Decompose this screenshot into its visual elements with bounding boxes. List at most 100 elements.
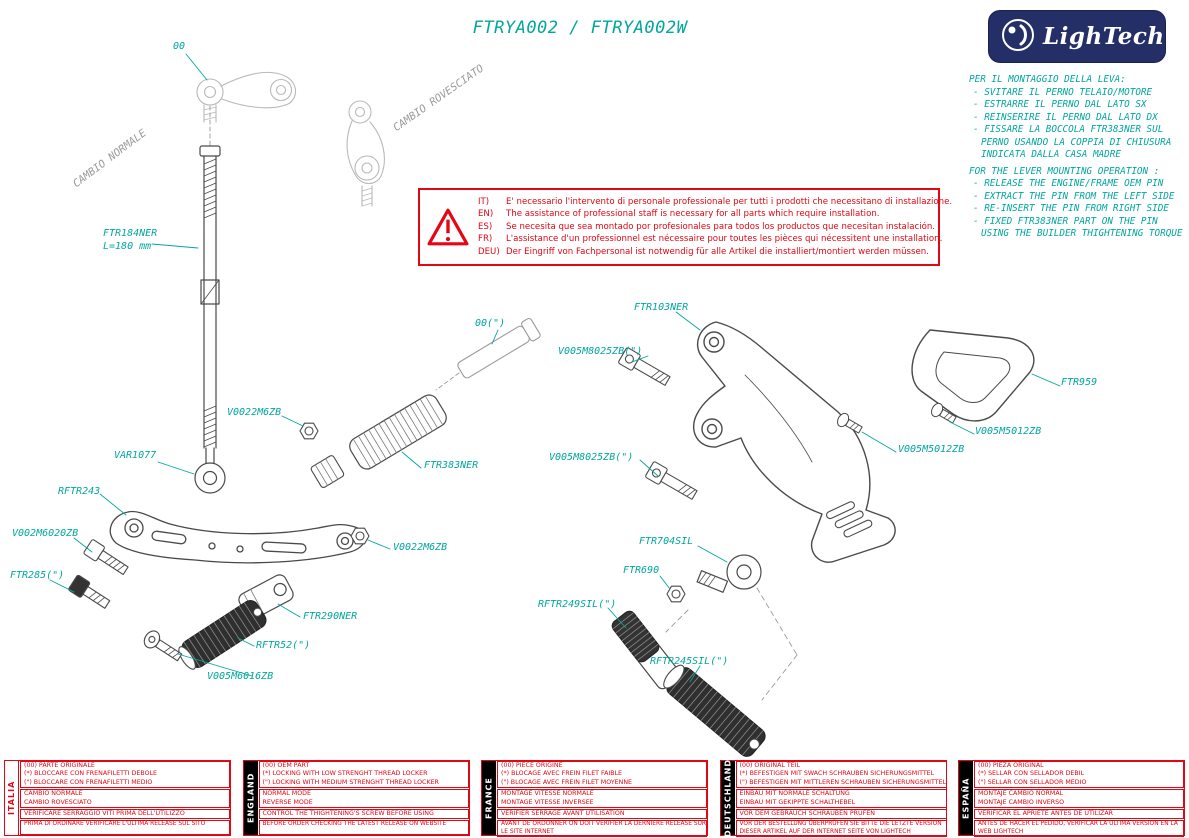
part-label-var1077: VAR1077 (114, 450, 157, 461)
table-row: NORMAL MODE (262, 790, 312, 798)
warning-box: IT) E' necessario l'intervento di persona… (418, 188, 952, 266)
table-row: (") LOCKING WITH MEDIUM STRENGHT THREAD … (262, 778, 439, 786)
part-label-v005m8025zb-a: V005M8025ZB(") (558, 346, 643, 357)
table-row: (") BEFESTIGEN MIT MITTLEREN SCHRAUBEN S… (739, 778, 947, 786)
instruction-item: - SVITARE IL PERNO TELAIO/MOTORE (973, 86, 1153, 98)
oem-pin (457, 317, 541, 379)
table-row: VOR DEM GEBRAUCH SCHRAUBEN PRÜFEN (739, 810, 875, 818)
table-england: ENGLAND (00) OEM PART (*) LOCKING WITH L… (242, 760, 470, 836)
table-row: AVANT DE ORDONNER ON DOIT VERIFIER LA DE… (501, 821, 706, 835)
part-label-ftr290ner: FTR290NER (303, 611, 358, 622)
instruction-item: - ESTRARRE IL PERNO DAL LATO SX (973, 99, 1147, 110)
table-row: (") BLOCCARE CON FRENAFILETTI MEDIO (24, 778, 153, 786)
nut-upper (299, 422, 319, 440)
warning-lang: DEU) (478, 246, 500, 257)
table-row: EINBAU MIT GEKIPPTE SCHALTHEBEL (739, 798, 856, 806)
table-row: CONTROL THE THIGHTENING'S SCREW BEFORE U… (262, 810, 434, 818)
instruction-item: - EXTRACT THE PIN FROM THE LEFT SIDE (973, 190, 1175, 202)
screw-v005m5012zb-b (837, 412, 863, 434)
table-row: VOR DER BESTELLUNG ÜBERPRÜFEN SIE BITTE … (739, 821, 942, 835)
table-row: CAMBIO ROVESCIATO (24, 798, 92, 806)
lever-plate-rftr243 (109, 510, 366, 564)
warning-line: E' necessario l'intervento di personale … (506, 196, 953, 207)
screw-v005m6016zb (143, 630, 183, 662)
part-label-rftr245sil: RFTR245SIL(") (650, 656, 729, 667)
mounting-instructions: PER IL MONTAGGIO DELLA LEVA: - SVITARE I… (969, 70, 1185, 241)
instruction-item: - REINSERIRE IL PERNO DAL LATO DX (973, 111, 1158, 123)
table-row: MONTAGE VITESSE NORMALE (501, 790, 594, 798)
instruction-item: - FISSARE LA BOCCOLA FTR383NER SUL PERNO… (973, 124, 1172, 160)
table-row: ANTES DE HACER EL PEDIDO, VERIFICAR LA U… (978, 821, 1178, 835)
instruction-item: - RELEASE THE ENGINE/FRAME OEM PIN (973, 178, 1164, 189)
part-label-v005m5012zb-a: V005M5012ZB (975, 426, 1042, 437)
ghost-lever-reverse (346, 100, 385, 207)
bushing-collar (310, 455, 345, 488)
table-italia: ITALIA (00) PARTE ORIGINALE (*) BLOCCARE… (4, 760, 231, 836)
table-country-label: ESPAÑA (959, 761, 973, 835)
table-row: VERIFICARE SERRAGGIO VITI PRIMA DELL'UTI… (24, 810, 185, 818)
instruction-item: - FIXED FTR383NER PART ON THE PIN USING … (973, 215, 1183, 240)
ghost-lever-normal (196, 71, 297, 123)
table-row: (00) OEM PART (262, 762, 310, 769)
part-label-ftr690: FTR690 (623, 565, 660, 576)
part-label-00-pin: 00(") (475, 318, 506, 329)
table-row: (*) SELLAR CON SELLADOR DEBIL (978, 770, 1085, 778)
part-label-v005m5012zb-b: V005M5012ZB (898, 444, 965, 455)
warning-line: Der Eingriff von Fachpersonal ist notwen… (506, 246, 929, 257)
warning-line: The assistance of professional staff is … (506, 209, 880, 220)
table-country-label: FRANCE (482, 761, 496, 835)
footpeg-rftr52 (178, 600, 267, 670)
part-label-ftr285: FTR285(") (10, 570, 65, 581)
leader-lines (49, 53, 1061, 683)
part-label-00: 00 (173, 41, 186, 52)
part-label-v002m6020zb: V002M6020ZB (12, 528, 79, 539)
table-row: (*) LOCKING WITH LOW STRENGHT THREAD LOC… (262, 770, 428, 778)
bracket-ftr103ner (692, 321, 896, 563)
warning-triangle-icon (426, 208, 470, 246)
screw-v005m8025zb-a (618, 347, 671, 386)
table-country-label: DEUTSCHLAND (720, 759, 735, 837)
table-row: EINBAU MIT NORMALE SCHALTUNG (739, 790, 850, 798)
table-row: VERIFIER SERRAGE AVANT UTILISATION (501, 810, 625, 818)
table-row: (00) ORIGINAL TEIL (739, 762, 801, 769)
lightech-logo: LighTech (988, 10, 1166, 63)
nut-lower (350, 527, 370, 545)
part-label-ftr704sil: FTR704SIL (639, 536, 694, 547)
part-label-v005m8025zb-b: V005M8025ZB(") (549, 452, 634, 463)
table-row: CAMBIO NORMALE (24, 790, 83, 798)
instruction-item: - RE-INSERT THE PIN FROM RIGHT SIDE (973, 203, 1169, 214)
page-title: FTRYA002 / FTRYA002W (472, 18, 688, 38)
table-row: MONTAJE CAMBIO NORMAL (978, 790, 1064, 798)
table-row: VERIFICAR EL APRIETE ANTES DE UTILIZAR (978, 810, 1114, 818)
table-france: FRANCE (00) PIECE ORIGINE (*) BLOCAGE AV… (481, 760, 708, 837)
heel-guard-ftr959 (911, 329, 1035, 422)
screw-v005m5012zb-a (931, 402, 957, 424)
part-label-rftr243: RFTR243 (58, 486, 101, 497)
table-row: (*) BLOCAGE AVEC FREIN FILET FAIBLE (501, 770, 623, 778)
table-row: MONTAJE CAMBIO INVERSO (978, 798, 1065, 806)
screw-v002m6020zb (83, 539, 129, 576)
table-row: (*) BEFESTIGEN MIT SWACH SCHRAUBEN SICHE… (739, 770, 935, 778)
part-label-rftr52: RFTR52(") (256, 640, 311, 651)
warning-line: L'assistance d'un professionnel est néce… (506, 234, 943, 245)
warning-text: IT) E' necessario l'intervento di persona… (478, 196, 952, 258)
table-country-label: ITALIA (5, 761, 19, 835)
part-label-rftr249sil: RFTR249SIL(") (538, 599, 617, 610)
warning-lang: FR) (478, 234, 493, 245)
screw-v005m8025zb-b (645, 461, 698, 500)
warning-line: Se necesita que sea montado por profesio… (506, 221, 936, 232)
mount-ftr704sil (696, 554, 762, 593)
part-label-ftr184ner: FTR184NER (103, 228, 158, 239)
table-espana: ESPAÑA (00) PIEZA ORIGINAL (*) SELLAR CO… (958, 760, 1185, 837)
warning-lang: ES) (478, 221, 493, 232)
part-label-ftr184ner-length: L=180 mm (103, 241, 152, 252)
footer-tables: ITALIA (00) PARTE ORIGINALE (*) BLOCCARE… (4, 759, 1185, 837)
table-row: REVERSE MODE (262, 798, 313, 806)
warning-lang: IT) (478, 196, 490, 207)
part-label-v0022m6zb-b: V0022M6ZB (393, 542, 448, 553)
table-row: MONTAGE VITESSE INVERSEE (501, 798, 594, 806)
part-label-ftr959: FTR959 (1061, 377, 1098, 388)
screw-ftr285 (68, 574, 111, 609)
footpeg-rftr245sil (663, 664, 766, 757)
